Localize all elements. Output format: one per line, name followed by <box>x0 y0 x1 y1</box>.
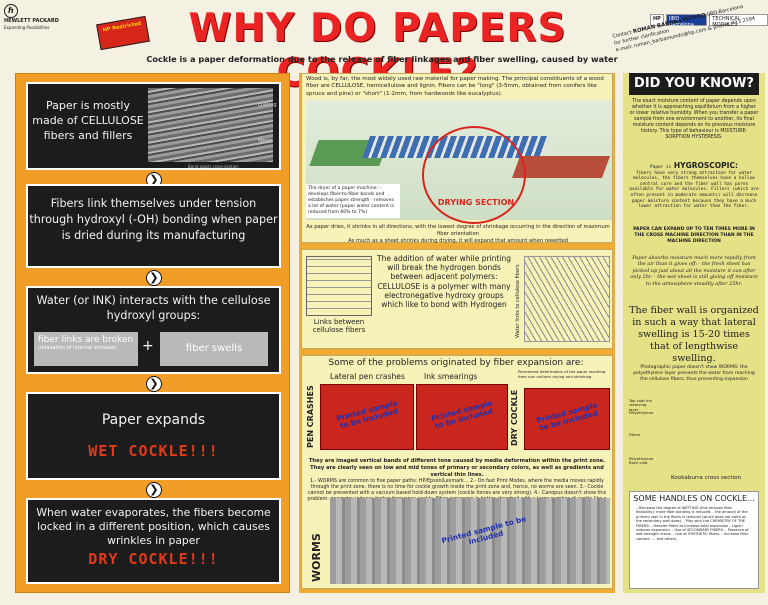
arrow-down-icon: ❯ <box>146 270 162 286</box>
ink-smear-sample: Printed sample to be included <box>416 384 508 450</box>
reel-shape <box>511 156 611 178</box>
cellulose-links-label: Links between cellulose fibers <box>312 318 366 334</box>
badge-modules: TECHNICAL MODULES <box>709 14 768 28</box>
links-broken-box: fiber links are broken (relaxation of in… <box>34 332 138 366</box>
arrow-down-icon: ❯ <box>146 482 162 498</box>
drying-section-circle <box>422 126 526 224</box>
paper-cross-section-image <box>148 88 273 162</box>
kookaburra-cross-section-image <box>657 399 757 469</box>
cellulose-links-diagram <box>306 256 372 316</box>
dry-cockle-sample: Printed sample to be included <box>524 388 610 450</box>
logo-text: HEWLETT PACKARD <box>4 18 59 24</box>
links-broken-note: (relaxation of internal stresses) <box>38 345 117 351</box>
bonding-text: Fibers link themselves under tension thr… <box>29 197 278 242</box>
dry-cockle-label: DRY COCKLE!!! <box>88 550 219 568</box>
sample-placeholder: Printed sample to be included <box>335 398 399 431</box>
hygroscopic-pre: Paper is <box>650 165 672 170</box>
water-links-vertical-label: Water links to cellulose fibers <box>515 264 521 338</box>
water-interaction-box: Water (or INK) interacts with the cellul… <box>26 286 281 374</box>
wood-intro-text: Wood is, by far, the most widely used ra… <box>306 76 604 97</box>
hygroscopic-text: Paper is HYGROSCOPIC: fibers have very s… <box>629 161 759 210</box>
fibers-box: Paper is mostly made of CELLULOSE fibers… <box>26 82 281 170</box>
ink-smearing-label: Ink smearings <box>424 372 478 381</box>
middle-column: Wood is, by far, the most widely used ra… <box>299 73 615 593</box>
hp-logo: ℏHEWLETT PACKARD Expanding Possibilities <box>4 4 64 30</box>
hygroscopic-body: fibers have very strong attraction for w… <box>629 170 759 210</box>
lateral-pen-crash-label: Lateral pen crashes <box>330 372 405 381</box>
lateral-swelling-text: The fiber wall is organized in such a wa… <box>629 305 759 364</box>
badge-ijbd: IJBD-Barcelona <box>665 14 708 28</box>
fiber-swells-box: fiber swells <box>160 332 268 366</box>
hysteresis-text: The exact moisture content of paper depe… <box>629 99 759 140</box>
arrow-down-icon: ❯ <box>146 376 162 392</box>
kooka-label: Polyethylene <box>629 410 654 415</box>
problems-title: Some of the problems originated by fiber… <box>328 358 584 368</box>
handles-title: SOME HANDLES ON COCKLE... <box>633 494 755 503</box>
did-you-know-title: DID YOU KNOW? <box>629 73 759 95</box>
fibers-text: Paper is mostly made of CELLULOSE fibers… <box>32 99 144 142</box>
worms-subtitle: They are clearly seen on low and mid ton… <box>310 465 604 478</box>
contact-line: IJBD-Barcelona <box>706 3 744 19</box>
expansion-direction-text: PAPER CAN EXPAND UP TO TEN TIMES MORE IN… <box>633 227 755 244</box>
handles-box: SOME HANDLES ON COCKLE... - Decrease the… <box>629 491 759 589</box>
poster-title: WHY DO PAPERS COCKLE? <box>188 6 567 96</box>
evaporation-box: When water evaporates, the fibers become… <box>26 498 281 584</box>
moisture-absorption-text: Paper absorbs moisture much more rapidly… <box>630 255 758 287</box>
dry-cockle-side-label: DRY COCKLE <box>510 389 519 446</box>
header-badges: HP IJBD-Barcelona TECHNICAL MODULES <box>650 14 768 28</box>
expands-text: Paper expands <box>101 412 206 428</box>
sample-placeholder: Printed sample to be included <box>535 400 599 433</box>
shrink-small-text: As paper dries, it shrinks in all direct… <box>306 224 610 237</box>
shrink-text: As paper dries, it shrinks in all direct… <box>306 224 610 244</box>
plus-sign: + <box>142 338 154 354</box>
poster-subtitle: Cockle is a paper deformation due to the… <box>146 54 618 64</box>
problems-section: Some of the problems originated by fiber… <box>301 355 613 589</box>
hydrogen-bonds-section: Links between cellulose fibers The addit… <box>301 249 613 349</box>
sample-placeholder: Printed sample to be included <box>430 398 494 431</box>
dry-cockle-description: Permanent deformation of the paper resul… <box>518 369 606 379</box>
photo-paper-text: Photographic paper doesn't show WORMS: t… <box>633 365 755 382</box>
left-column: Paper is mostly made of CELLULOSE fibers… <box>15 73 290 593</box>
expands-box: Paper expands WET COCKLE!!! <box>26 392 281 480</box>
worms-side-label: WORMS <box>310 533 323 582</box>
bonding-box: Fibers link themselves under tension thr… <box>26 184 281 268</box>
water-interaction-text: Water (or INK) interacts with the cellul… <box>36 294 271 322</box>
pen-crashes-side-label: PEN CRASHES <box>306 385 315 448</box>
kookaburra-caption: Kookaburra cross section <box>671 475 742 481</box>
cross-section-caption: Bond paper cross-section <box>188 164 239 169</box>
worms-sample-image: Printed sample to be included <box>330 498 610 584</box>
kooka-label: Fibers <box>629 432 641 437</box>
dryer-description: The dryer of a paper machine: - develops… <box>306 184 400 218</box>
pen-crash-sample: Printed sample to be included <box>320 384 414 450</box>
paper-machine-image: DRYING SECTION The dryer of a paper mach… <box>306 100 612 224</box>
drying-section-label: DRYING SECTION <box>437 198 515 207</box>
links-broken-text: fiber links are broken <box>38 335 134 345</box>
handles-body: - Decrease the degree of WETTING (this r… <box>636 506 749 541</box>
worms-title: They are imaged vertical bands of differ… <box>308 458 606 464</box>
sample-placeholder: Printed sample to be included <box>440 514 528 547</box>
right-column: DID YOU KNOW? The exact moisture content… <box>623 73 765 593</box>
hygroscopic-heading: HYGROSCOPIC: <box>673 161 738 170</box>
fibers-label: fibers <box>258 138 273 144</box>
contact-info: Contact ROMAN BARBA I MUNDO IJBD-Barcelo… <box>612 0 767 71</box>
badge-hp: HP <box>650 14 664 26</box>
wet-cockle-label: WET COCKLE!!! <box>88 442 219 460</box>
paper-machine-section: Wood is, by far, the most widely used ra… <box>301 73 613 244</box>
kookaburra-diagram: Top coat Ink receiving layer Polyethylen… <box>627 397 761 473</box>
cellulose-molecule-diagram <box>524 256 610 342</box>
kooka-label: Polyethylene Back coat <box>629 456 654 466</box>
kooka-label: Top coat Ink receiving layer <box>629 398 652 412</box>
water-bonds-text: The addition of water while printing wil… <box>377 254 511 310</box>
shrink-main-text: As much as a sheet shrinks during drying… <box>348 237 568 244</box>
coating-label: coating <box>258 102 277 108</box>
evaporation-text: When water evaporates, the fibers become… <box>36 506 271 547</box>
restricted-sticky-note: HP Restricted <box>96 15 150 51</box>
logo-tagline: Expanding Possibilities <box>4 25 50 30</box>
hp-logo-icon: ℏ <box>4 4 18 18</box>
